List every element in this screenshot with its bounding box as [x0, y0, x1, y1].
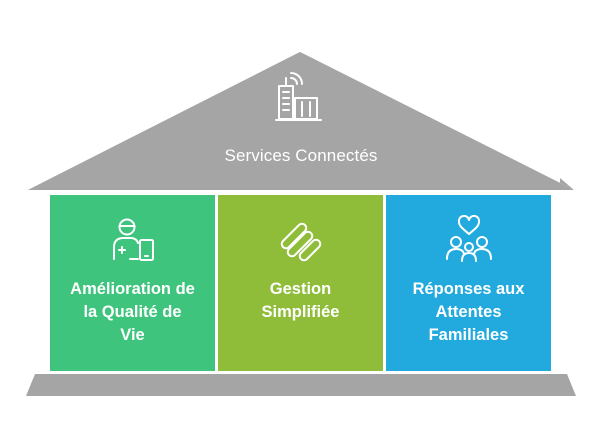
pillar-simplified-management: Gestion Simplifiée	[218, 195, 383, 371]
pillar-label: Réponses aux Attentes Familiales	[386, 278, 551, 347]
base-platform	[26, 374, 576, 396]
pillar-label-line: la Qualité de	[83, 303, 182, 321]
pillar-label-line: Familiales	[428, 326, 509, 344]
pillar-family-expectations: Réponses aux Attentes Familiales	[386, 195, 551, 371]
pillar-label-line: Gestion	[269, 280, 332, 298]
family-heart-icon	[443, 214, 495, 267]
streamline-icon	[275, 215, 325, 265]
pillar-label-line: Attentes	[435, 303, 502, 321]
pillar-label-line: Amélioration de	[70, 280, 195, 298]
pillar-label: Gestion Simplifiée	[218, 278, 383, 324]
pillar-label-line: Vie	[120, 326, 145, 344]
pillar-quality-of-life: Amélioration de la Qualité de Vie	[50, 195, 215, 371]
roof-title: Services Connectés	[224, 146, 378, 165]
connected-building-icon	[273, 72, 329, 124]
caregiver-tablet-icon	[108, 215, 158, 265]
pillar-label-line: Réponses aux	[412, 280, 525, 298]
pillar-label: Amélioration de la Qualité de Vie	[50, 278, 215, 347]
pillar-label-line: Simplifiée	[261, 303, 340, 321]
